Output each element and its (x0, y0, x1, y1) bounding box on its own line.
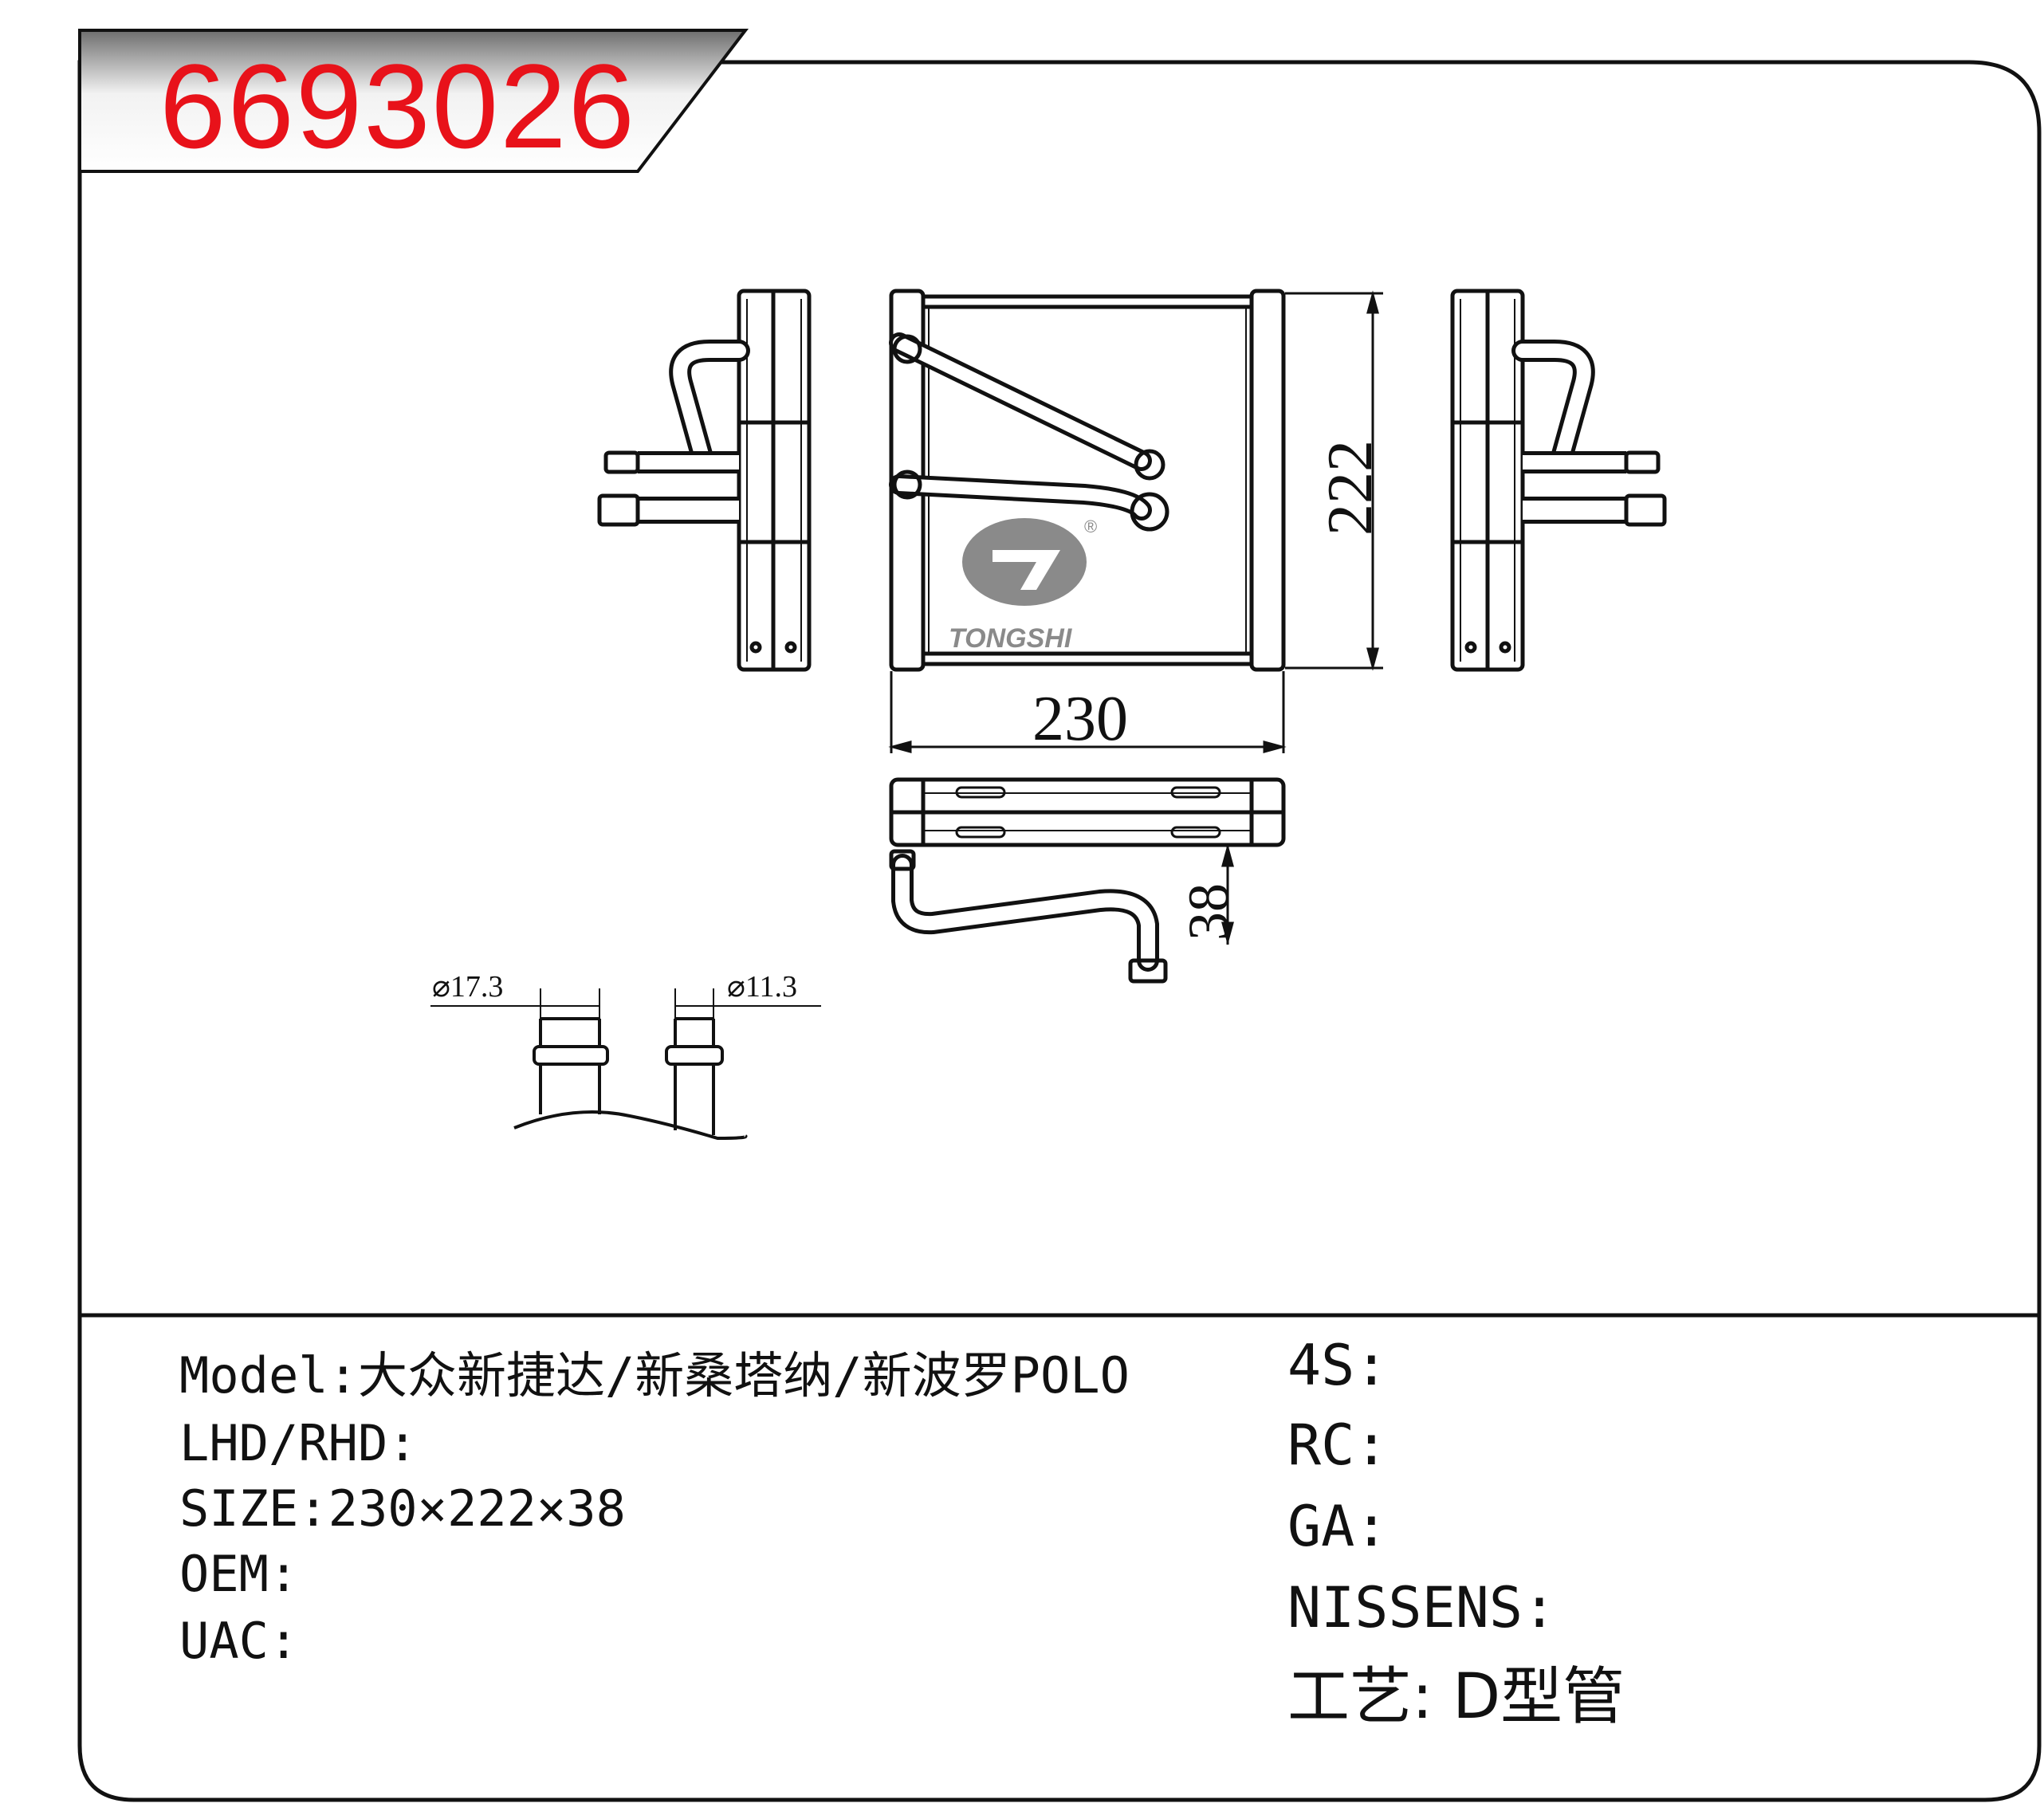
part-number: 6693026 (159, 39, 636, 173)
spec-nissens: NISSENS: (1287, 1575, 1557, 1640)
dim-width-label: 230 (1032, 684, 1128, 754)
left-side-view (597, 289, 812, 672)
dim-depth-label: 38 (1177, 883, 1240, 941)
logo-text: TONGSHI (949, 623, 1073, 654)
spec-process: 工艺: D型管 (1287, 1661, 1625, 1733)
front-view (889, 289, 1286, 672)
pipe-detail (430, 988, 821, 1141)
right-side-view (1450, 289, 1667, 672)
dim-height (1285, 290, 1383, 671)
spec-size: SIZE:230×222×38 (179, 1479, 626, 1538)
dim-height-label: 222 (1315, 440, 1386, 536)
spec-4s: 4S: (1287, 1333, 1389, 1398)
spec-lhd-rhd: LHD/RHD: (179, 1414, 418, 1472)
pipe-small-label: ⌀11.3 (727, 970, 797, 1004)
frame (77, 60, 2042, 1802)
dim-width (888, 671, 1287, 753)
spec-rc: RC: (1287, 1412, 1389, 1478)
top-view (889, 777, 1286, 984)
logo-registered-mark: ® (1084, 517, 1097, 536)
spec-oem: OEM: (179, 1545, 299, 1603)
spec-uac: UAC: (179, 1612, 299, 1670)
pipe-large-label: ⌀17.3 (432, 970, 503, 1004)
spec-ga: GA: (1287, 1494, 1389, 1559)
title-tab (78, 29, 749, 173)
tongshi-logo: TONGSHI ® (949, 517, 1097, 654)
spec-model: Model:大众新捷达/新桑塔纳/新波罗POLO (179, 1346, 1130, 1405)
dim-depth (1221, 843, 1234, 945)
